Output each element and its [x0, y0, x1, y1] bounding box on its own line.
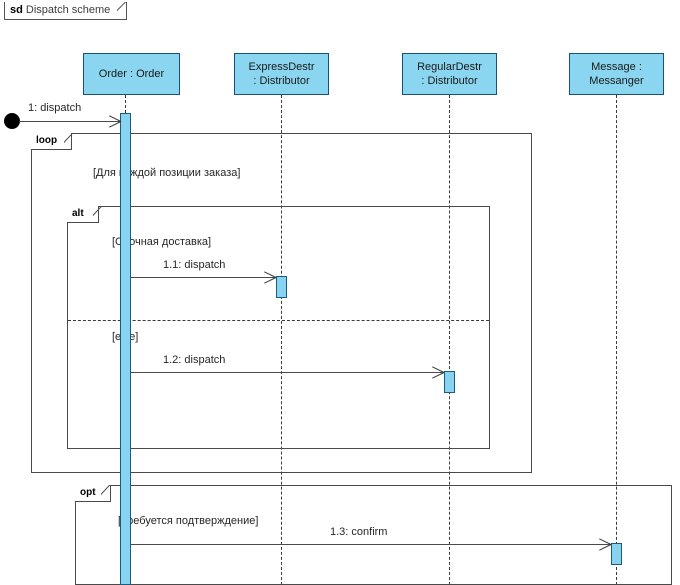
message-line-regular-dispatch[interactable]	[131, 372, 444, 373]
fragment-opt-guard: [Требуется подтверждение]	[118, 515, 259, 527]
lifeline-head-express-line2: : Distributor	[253, 75, 310, 87]
diagram-title: Dispatch scheme	[25, 4, 111, 16]
activation-bar-messanger[interactable]	[611, 543, 622, 565]
arrow-head-found-dispatch	[108, 115, 120, 127]
lifeline-head-messanger[interactable]: Message : Messanger	[569, 53, 664, 95]
lifeline-head-regular-line2: : Distributor	[421, 75, 478, 87]
fragment-loop[interactable]	[31, 133, 532, 473]
fragment-loop-corner	[64, 133, 80, 150]
lifeline-stem-messanger	[616, 95, 617, 585]
activation-bar-regular[interactable]	[444, 371, 455, 393]
activation-bar-order[interactable]	[120, 113, 131, 585]
diagram-frame-corner	[117, 2, 135, 20]
lifeline-head-express-line1: ExpressDestr	[248, 61, 315, 73]
fragment-alt-corner	[93, 206, 109, 223]
message-label-confirm: 1.3: confirm	[330, 526, 388, 538]
lifeline-head-messanger-line2: Messanger	[589, 75, 644, 87]
lifeline-head-regular[interactable]: RegularDestr : Distributor	[402, 53, 497, 95]
message-label-regular-dispatch: 1.2: dispatch	[163, 354, 226, 366]
message-label-found-dispatch: 1: dispatch	[28, 102, 82, 114]
lifeline-head-order-line1: Order : Order	[98, 68, 165, 80]
arrow-head-express-dispatch	[263, 271, 275, 283]
lifeline-head-messanger-line1: Message :	[591, 61, 642, 73]
lifeline-stem-regular	[449, 95, 450, 585]
found-message-dot	[4, 113, 20, 129]
arrow-head-regular-dispatch	[431, 366, 443, 378]
lifeline-stem-express	[281, 95, 282, 585]
fragment-loop-guard: [Для каждой позиции заказа]	[93, 167, 241, 179]
lifeline-head-order[interactable]: Order : Order	[83, 53, 180, 95]
fragment-alt-guard-first: [Срочная доставка]	[112, 236, 212, 248]
activation-bar-express[interactable]	[276, 276, 287, 298]
lifeline-head-express[interactable]: ExpressDestr : Distributor	[234, 53, 329, 95]
message-line-express-dispatch[interactable]	[131, 277, 276, 278]
message-label-express-dispatch: 1.1: dispatch	[163, 259, 226, 271]
message-line-confirm[interactable]	[131, 544, 611, 545]
diagram-frame-label: sd Dispatch scheme	[4, 2, 128, 20]
message-line-found-dispatch[interactable]	[19, 121, 121, 122]
fragment-alt[interactable]	[67, 206, 490, 449]
diagram-kind-keyword: sd	[10, 4, 23, 16]
fragment-alt-divider	[68, 320, 489, 321]
lifeline-head-regular-line1: RegularDestr	[417, 61, 482, 73]
fragment-opt-corner	[101, 485, 117, 502]
arrow-head-confirm	[598, 538, 610, 550]
